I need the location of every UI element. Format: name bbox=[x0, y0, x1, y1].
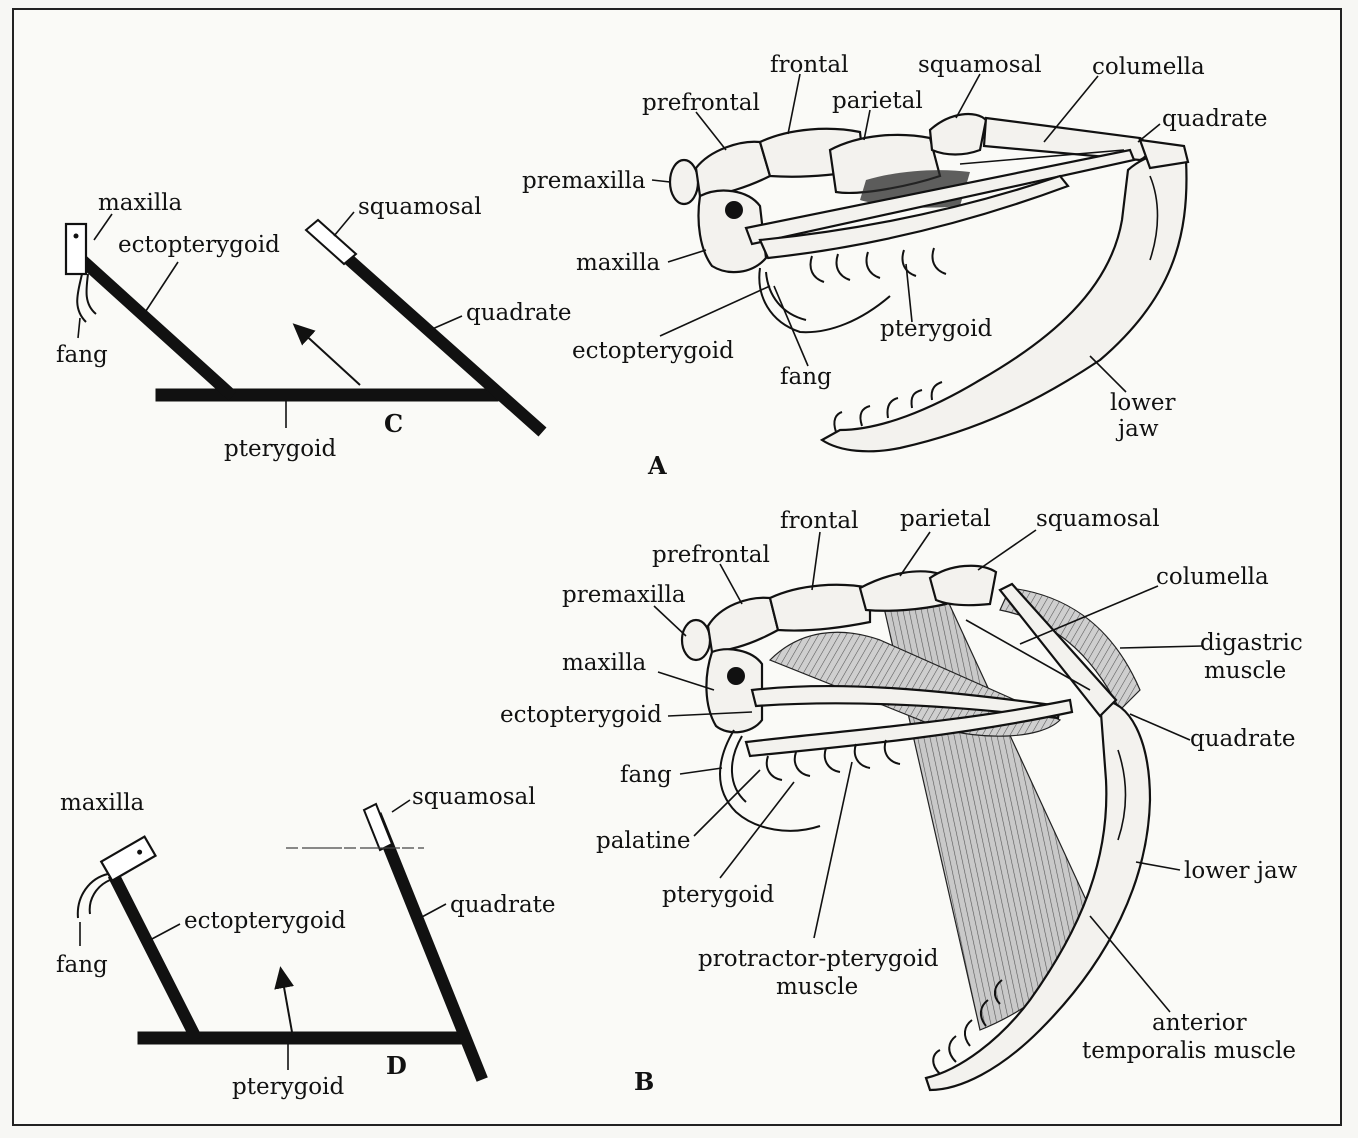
d-label-squamosal: squamosal bbox=[412, 784, 536, 810]
d-squamosal-tip bbox=[364, 804, 392, 850]
a-label-lower-2: jaw bbox=[1115, 416, 1159, 442]
b-label-parietal: parietal bbox=[900, 506, 991, 532]
b-label-ectopterygoid: ectopterygoid bbox=[500, 702, 662, 728]
a-label-lower-1: lower bbox=[1110, 390, 1176, 416]
a-label-squamosal: squamosal bbox=[918, 52, 1042, 78]
d-label-maxilla: maxilla bbox=[60, 790, 145, 816]
b-label-pterygoid: pterygoid bbox=[662, 882, 774, 908]
a-label-ectopterygoid: ectopterygoid bbox=[572, 338, 734, 364]
a-label-columella: columella bbox=[1092, 54, 1205, 80]
b-label-protractor-1: protractor-pterygoid bbox=[698, 946, 939, 972]
a-label-fang: fang bbox=[780, 364, 832, 390]
panel-label-b: B bbox=[634, 1067, 654, 1096]
b-squamosal bbox=[930, 566, 996, 605]
b-label-columella: columella bbox=[1156, 564, 1269, 590]
b-label-squamosal: squamosal bbox=[1036, 506, 1160, 532]
panel-label-c: C bbox=[384, 409, 403, 438]
c-label-pterygoid: pterygoid bbox=[224, 436, 336, 462]
b-label-frontal: frontal bbox=[780, 508, 858, 534]
b-label-anterior-2: temporalis muscle bbox=[1082, 1038, 1296, 1064]
a-squamosal bbox=[930, 114, 986, 154]
a-fang bbox=[759, 268, 890, 332]
a-label-parietal: parietal bbox=[832, 88, 923, 114]
panel-label-d: D bbox=[386, 1051, 407, 1080]
a-pterygoid-teeth bbox=[811, 248, 947, 282]
c-label-maxilla: maxilla bbox=[98, 190, 183, 216]
d-label-fang: fang bbox=[56, 952, 108, 978]
panel-b-skull: frontal parietal squamosal prefrontal co… bbox=[500, 506, 1303, 1096]
a-label-pterygoid: pterygoid bbox=[880, 316, 992, 342]
b-premaxilla bbox=[682, 620, 710, 660]
b-label-premaxilla: premaxilla bbox=[562, 582, 686, 608]
a-premaxilla bbox=[670, 160, 698, 204]
b-label-maxilla: maxilla bbox=[562, 650, 647, 676]
c-label-fang: fang bbox=[56, 342, 108, 368]
c-squamosal-tip bbox=[306, 220, 356, 264]
d-ectopterygoid-rod bbox=[116, 880, 194, 1034]
c-movement-arrow bbox=[300, 330, 360, 385]
b-label-protractor-2: muscle bbox=[776, 974, 858, 1000]
b-label-quadrate: quadrate bbox=[1190, 726, 1296, 752]
b-label-digastric-1: digastric bbox=[1200, 630, 1303, 656]
c-fang-shape bbox=[77, 274, 86, 322]
b-label-lower-jaw: lower jaw bbox=[1184, 858, 1298, 884]
a-label-quadrate: quadrate bbox=[1162, 106, 1268, 132]
b-label-digastric-2: muscle bbox=[1204, 658, 1286, 684]
d-label-pterygoid: pterygoid bbox=[232, 1074, 344, 1100]
panel-c-schematic: maxilla ectopterygoid squamosal quadrate… bbox=[56, 190, 572, 462]
a-label-maxilla: maxilla bbox=[576, 250, 661, 276]
a-label-frontal: frontal bbox=[770, 52, 848, 78]
d-movement-arrow bbox=[282, 976, 292, 1032]
a-label-premaxilla: premaxilla bbox=[522, 168, 646, 194]
d-maxilla-block bbox=[101, 837, 155, 881]
b-prefrontal bbox=[708, 598, 778, 652]
c-maxilla-block bbox=[66, 224, 86, 274]
panel-a-skull: frontal squamosal columella prefrontal p… bbox=[522, 52, 1268, 480]
b-label-anterior-1: anterior bbox=[1152, 1010, 1247, 1036]
d-label-quadrate: quadrate bbox=[450, 892, 556, 918]
d-label-ectopterygoid: ectopterygoid bbox=[184, 908, 346, 934]
b-label-palatine: palatine bbox=[596, 828, 691, 854]
a-prefrontal bbox=[696, 142, 770, 196]
b-label-fang: fang bbox=[620, 762, 672, 788]
c-ectopterygoid-rod bbox=[82, 260, 228, 392]
c-label-squamosal: squamosal bbox=[358, 194, 482, 220]
c-label-quadrate: quadrate bbox=[466, 300, 572, 326]
panel-label-a: A bbox=[647, 451, 667, 480]
b-frontal bbox=[770, 585, 870, 631]
panel-d-schematic: maxilla squamosal ectopterygoid quadrate… bbox=[56, 784, 556, 1100]
b-label-prefrontal: prefrontal bbox=[652, 542, 770, 568]
c-label-ectopterygoid: ectopterygoid bbox=[118, 232, 280, 258]
a-label-prefrontal: prefrontal bbox=[642, 90, 760, 116]
